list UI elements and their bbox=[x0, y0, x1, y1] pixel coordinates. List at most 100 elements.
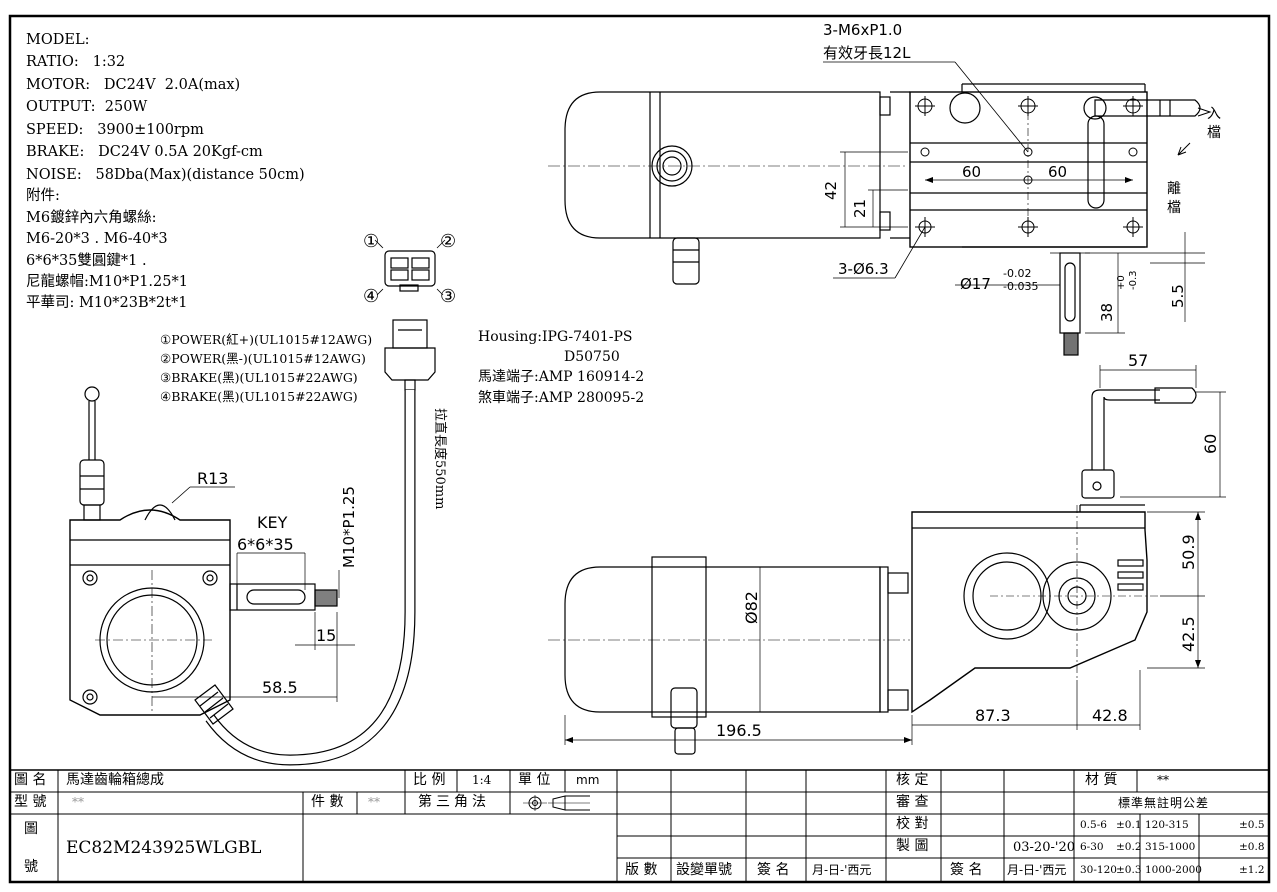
key-label: KEY bbox=[257, 513, 288, 532]
scale-value: 1:4 bbox=[472, 773, 492, 787]
spec-line: 附件: bbox=[26, 187, 60, 204]
tolerance-range: 0.5-6 bbox=[1080, 819, 1107, 831]
drawn-date: 03-20-'20 bbox=[1013, 840, 1075, 855]
dim-60-vertical: 60 bbox=[1201, 434, 1220, 454]
title-block-grid bbox=[10, 769, 1269, 882]
unit-value: mm bbox=[576, 773, 600, 787]
tolerance-value: ±0.2 bbox=[1116, 841, 1142, 853]
quantity-value: ** bbox=[368, 795, 380, 809]
spec-line: 平華司: M10*23B*2t*1 bbox=[26, 294, 187, 311]
pin-label: ④ bbox=[363, 286, 379, 307]
spec-line: BRAKE: DC24V 0.5A 20Kgf-cm bbox=[26, 144, 263, 160]
dim-38-tol-lower: -0.3 bbox=[1128, 270, 1139, 290]
holes-note: 3-Ø6.3 bbox=[838, 260, 889, 278]
key-size: 6*6*35 bbox=[237, 535, 294, 554]
model-value: ** bbox=[72, 795, 84, 809]
shaft-tol-upper: -0.02 bbox=[1003, 267, 1031, 280]
revision-number-label: 設變單號 bbox=[676, 862, 732, 878]
housing-line: 馬達端子:AMP 160914-2 bbox=[478, 369, 644, 385]
thread-note: 3-M6xP1.0 bbox=[823, 21, 902, 39]
check-label: 校 對 bbox=[896, 816, 929, 832]
sign-label: 簽 名 bbox=[950, 862, 983, 878]
dim-5-5: 5.5 bbox=[1169, 284, 1187, 308]
lever-engage-label: 入 bbox=[1207, 106, 1221, 122]
review-label: 審 查 bbox=[896, 794, 929, 810]
drawing-number: EC82M243925WLGBL bbox=[66, 838, 262, 858]
cable bbox=[205, 390, 416, 766]
dim-60: 60 bbox=[1048, 163, 1067, 181]
tolerance-range: 1000-2000 bbox=[1145, 864, 1202, 876]
drawing-name-value: 馬達齒輪箱總成 bbox=[66, 772, 164, 788]
spec-line: 尼龍螺帽:M10*P1.25*1 bbox=[26, 273, 188, 290]
lever-release-label: 離 bbox=[1167, 180, 1181, 197]
radius-label: R13 bbox=[197, 469, 228, 488]
wire-spec: ④BRAKE(黑)(UL1015#22AWG) bbox=[160, 389, 358, 404]
tolerance-range: 6-30 bbox=[1080, 841, 1104, 853]
tolerance-range: 315-1000 bbox=[1145, 841, 1196, 853]
housing-line: D50750 bbox=[564, 349, 620, 365]
top-view bbox=[548, 61, 1212, 356]
material-label: 材 質 bbox=[1085, 772, 1118, 788]
drawing-number-label: 圖 bbox=[24, 821, 38, 837]
lever-engage-label: 檔 bbox=[1207, 125, 1221, 141]
material-value: ** bbox=[1157, 773, 1169, 787]
dim-38: 38 bbox=[1098, 303, 1116, 322]
projection-method: 第三角法 bbox=[418, 794, 490, 810]
shaft-diameter: Ø17 bbox=[960, 275, 991, 293]
dim-21: 21 bbox=[851, 199, 869, 218]
tolerance-value: ±1.2 bbox=[1239, 864, 1265, 876]
housing-line: 煞車端子:AMP 280095-2 bbox=[478, 389, 644, 406]
dim-196-5: 196.5 bbox=[716, 721, 762, 740]
wire-spec: ③BRAKE(黑)(UL1015#22AWG) bbox=[160, 370, 358, 385]
wire-spec: ①POWER(紅+)(UL1015#12AWG) bbox=[160, 332, 372, 347]
wire-spec: ②POWER(黑-)(UL1015#12AWG) bbox=[160, 351, 366, 366]
spec-line: M6鍍鋅內六角螺絲: bbox=[26, 209, 156, 226]
shaft-tol-lower: -0.035 bbox=[1003, 280, 1038, 293]
cable-length: 拉直長度550mm bbox=[432, 408, 448, 509]
tolerance-value: ±0.5 bbox=[1239, 819, 1265, 831]
spec-line: 6*6*35雙圓鍵*1 . bbox=[26, 252, 147, 269]
spec-line: MODEL: bbox=[26, 32, 89, 48]
pin-label: ② bbox=[440, 231, 456, 252]
thread-label: M10*P1.25 bbox=[340, 486, 358, 568]
drawing-frame bbox=[8, 14, 1271, 884]
dim-42-8: 42.8 bbox=[1092, 706, 1128, 725]
cable-plug bbox=[384, 319, 436, 391]
dim-50-9: 50.9 bbox=[1179, 534, 1198, 570]
tolerance-range: 120-315 bbox=[1145, 819, 1189, 831]
dim-58-5: 58.5 bbox=[262, 678, 298, 697]
connector-face bbox=[374, 239, 446, 296]
front-view bbox=[548, 365, 1226, 755]
spec-line: NOISE: 58Dba(Max)(distance 50cm) bbox=[26, 167, 305, 183]
scale-label: 比 例 bbox=[413, 772, 446, 788]
cable-inner bbox=[206, 390, 415, 765]
tolerance-title: 標準無註明公差 bbox=[1118, 796, 1210, 810]
dim-38-tol-upper: +0 bbox=[1116, 275, 1127, 290]
drawing-number-label: 號 bbox=[24, 859, 38, 875]
spec-line: RATIO: 1:32 bbox=[26, 54, 125, 70]
housing-line: Housing:IPG-7401-PS bbox=[478, 329, 633, 345]
unit-label: 單 位 bbox=[518, 772, 551, 788]
drawn-label: 製 圖 bbox=[896, 838, 929, 854]
spec-line: M6-20*3 . M6-40*3 bbox=[26, 231, 168, 247]
housing-spec: Housing:IPG-7401-PS D50750 馬達端子:AMP 1609… bbox=[478, 329, 644, 406]
dim-57: 57 bbox=[1128, 351, 1148, 370]
tolerance-range: 30-120 bbox=[1080, 864, 1117, 876]
dim-42-5: 42.5 bbox=[1179, 616, 1198, 652]
drawing-name-label: 圖 名 bbox=[14, 772, 47, 788]
spec-line: OUTPUT: 250W bbox=[26, 99, 147, 115]
tolerance-value: ±0.8 bbox=[1239, 841, 1265, 853]
dim-87-3: 87.3 bbox=[975, 706, 1011, 725]
date-label: 月-日-'西元 bbox=[1007, 863, 1067, 877]
pin-label: ① bbox=[363, 231, 379, 252]
revision-sign-label: 簽 名 bbox=[757, 862, 790, 878]
pin-label: ③ bbox=[440, 286, 456, 307]
spec-list: MODEL: RATIO: 1:32 MOTOR: DC24V 2.0A(max… bbox=[26, 32, 305, 311]
dim-42: 42 bbox=[822, 181, 840, 200]
quantity-label: 件 數 bbox=[311, 794, 344, 810]
side-view bbox=[69, 386, 355, 725]
approve-label: 核 定 bbox=[896, 772, 929, 788]
revision-version-label: 版 數 bbox=[625, 862, 658, 878]
dim-60: 60 bbox=[962, 163, 981, 181]
